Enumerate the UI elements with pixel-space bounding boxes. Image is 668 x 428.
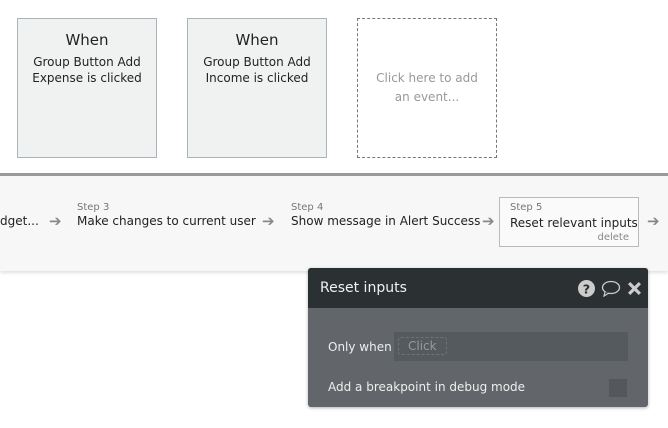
event-description: Group Button Add Expense is clicked: [32, 55, 142, 85]
arrow-right-icon: ➔: [49, 212, 62, 230]
event-description: Group Button Add Income is clicked: [203, 55, 311, 85]
arrow-right-icon: ➔: [647, 212, 660, 230]
action-properties-panel: Reset inputs ? Only when Click Add a bre…: [308, 268, 648, 407]
comment-icon[interactable]: [601, 280, 621, 297]
only-when-input[interactable]: Click: [394, 332, 628, 361]
only-when-placeholder: Click: [398, 337, 447, 355]
event-card-add-expense[interactable]: When Group Button Add Expense is clicked: [17, 18, 157, 158]
step-5[interactable]: Step 5 Reset relevant inputs delete: [499, 197, 639, 247]
step-name: Show message in Alert Success: [291, 214, 481, 228]
delete-step-link[interactable]: delete: [597, 232, 629, 243]
help-icon[interactable]: ?: [578, 279, 595, 297]
close-icon[interactable]: [627, 281, 642, 296]
breakpoint-label: Add a breakpoint in debug mode: [328, 380, 526, 394]
step-number: Step 3: [77, 202, 110, 213]
panel-header: Reset inputs ?: [308, 268, 648, 308]
step-number: Step 4: [291, 202, 324, 213]
event-title: When: [235, 31, 279, 49]
svg-text:?: ?: [583, 282, 590, 297]
arrow-right-icon: ➔: [482, 212, 495, 230]
step-name: Make changes to current user: [77, 214, 256, 228]
step-4[interactable]: Step 4 Show message in Alert Success: [291, 202, 480, 228]
panel-title: Reset inputs: [320, 280, 407, 296]
workflow-steps-bar: dget... ➔ Step 3 Make changes to current…: [0, 173, 668, 271]
step-name: dget...: [0, 214, 39, 228]
step-3[interactable]: Step 3 Make changes to current user: [77, 202, 256, 228]
add-event-label: Click here to add an event...: [376, 71, 478, 104]
arrow-right-icon: ➔: [262, 212, 275, 230]
breakpoint-checkbox[interactable]: [609, 379, 627, 397]
step-previous[interactable]: dget...: [0, 202, 39, 228]
event-title: When: [65, 31, 109, 49]
event-card-add-income[interactable]: When Group Button Add Income is clicked: [187, 18, 327, 158]
step-name: Reset relevant inputs: [510, 216, 638, 230]
add-event-button[interactable]: Click here to add an event...: [357, 18, 497, 158]
step-number: Step 5: [510, 202, 543, 213]
only-when-label: Only when: [328, 340, 392, 354]
